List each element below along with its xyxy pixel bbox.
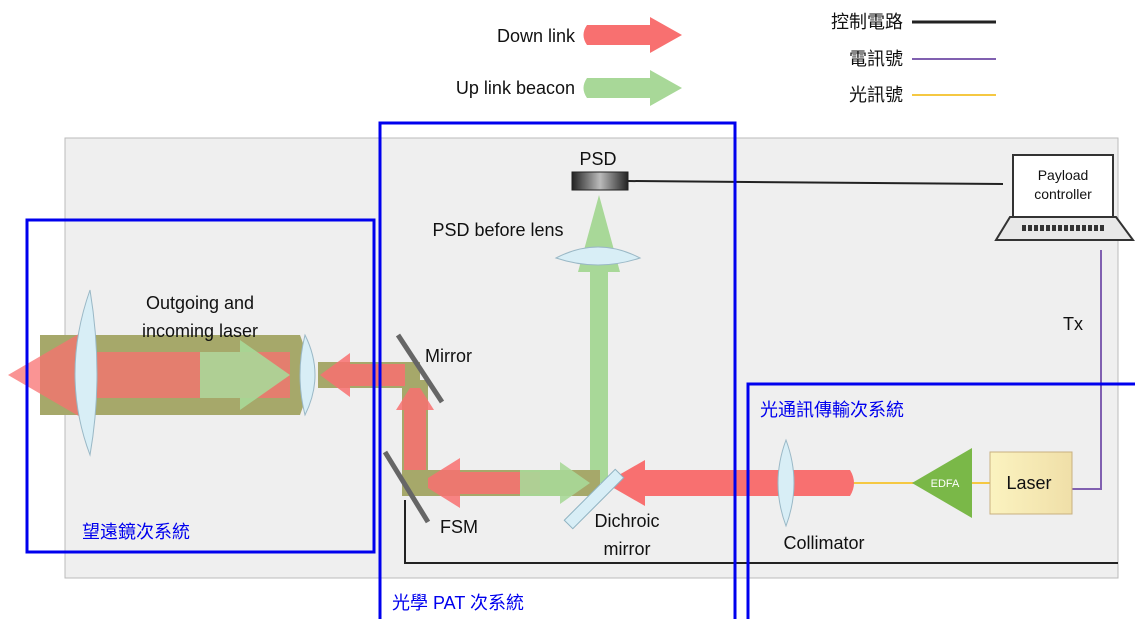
dichroic-label-line2: mirror bbox=[604, 539, 651, 559]
payload-label-line1: Payload bbox=[1038, 167, 1089, 183]
legend-electrical-label: 電訊號 bbox=[849, 49, 903, 69]
legend-down-link-label: Down link bbox=[497, 26, 576, 46]
legend-down-link-arrow bbox=[583, 17, 682, 53]
pat-subsystem-box bbox=[378, 121, 737, 619]
mirror-optic bbox=[395, 333, 445, 404]
outgoing-label-line2: incoming laser bbox=[142, 321, 258, 341]
laser-label: Laser bbox=[1006, 473, 1051, 493]
electrical-line-tx bbox=[1072, 250, 1102, 490]
psd-lens-optic bbox=[554, 246, 642, 266]
pat-subsystem-label: 光學 PAT 次系統 bbox=[392, 593, 524, 613]
psd-label: PSD bbox=[579, 149, 616, 169]
mirror-label: Mirror bbox=[425, 346, 472, 366]
up-link-beam-to-psd bbox=[578, 195, 620, 483]
telescope-subsystem-box bbox=[25, 218, 376, 554]
psd-lens-label: PSD before lens bbox=[432, 220, 563, 240]
up-link-arrow-lower bbox=[520, 462, 590, 504]
outgoing-label-line1: Outgoing and bbox=[146, 293, 254, 313]
collimator-label: Collimator bbox=[783, 533, 864, 553]
down-link-arrow-vertical bbox=[396, 380, 434, 470]
up-link-arrow-telescope bbox=[200, 340, 290, 410]
fsm-label: FSM bbox=[440, 517, 478, 537]
fsm-optic bbox=[382, 450, 431, 524]
edfa-amplifier bbox=[912, 448, 972, 518]
legend-up-link-arrow bbox=[583, 70, 682, 106]
dichroic-mirror-optic bbox=[563, 468, 625, 530]
payload-label-line2: controller bbox=[1034, 186, 1092, 202]
control-line-psd bbox=[627, 180, 1004, 185]
comm-subsystem-label: 光通訊傳輸次系統 bbox=[760, 400, 904, 420]
legend-up-link-label: Up link beacon bbox=[456, 78, 575, 98]
collimator-lens bbox=[777, 438, 795, 528]
psd-sensor bbox=[571, 171, 629, 191]
legend-optical-label: 光訊號 bbox=[849, 85, 903, 105]
telescope-secondary-lens bbox=[299, 333, 316, 417]
comm-subsystem-box bbox=[746, 382, 1135, 619]
control-line-fsm bbox=[404, 500, 1118, 564]
tx-label: Tx bbox=[1063, 314, 1083, 334]
laser-source bbox=[989, 451, 1073, 515]
dichroic-label-line1: Dichroic bbox=[594, 511, 659, 531]
legend-control-label: 控制電路 bbox=[831, 12, 903, 32]
telescope-primary-lens bbox=[74, 289, 98, 457]
edfa-label: EDFA bbox=[931, 478, 960, 490]
telescope-subsystem-label: 望遠鏡次系統 bbox=[82, 522, 190, 542]
legend: Down link Up link beacon 控制電路 電訊號 光訊號 bbox=[456, 12, 996, 106]
payload-controller-laptop bbox=[994, 154, 1135, 241]
down-link-arrow-lower bbox=[420, 458, 540, 508]
down-link-arrow-middle bbox=[320, 353, 405, 397]
